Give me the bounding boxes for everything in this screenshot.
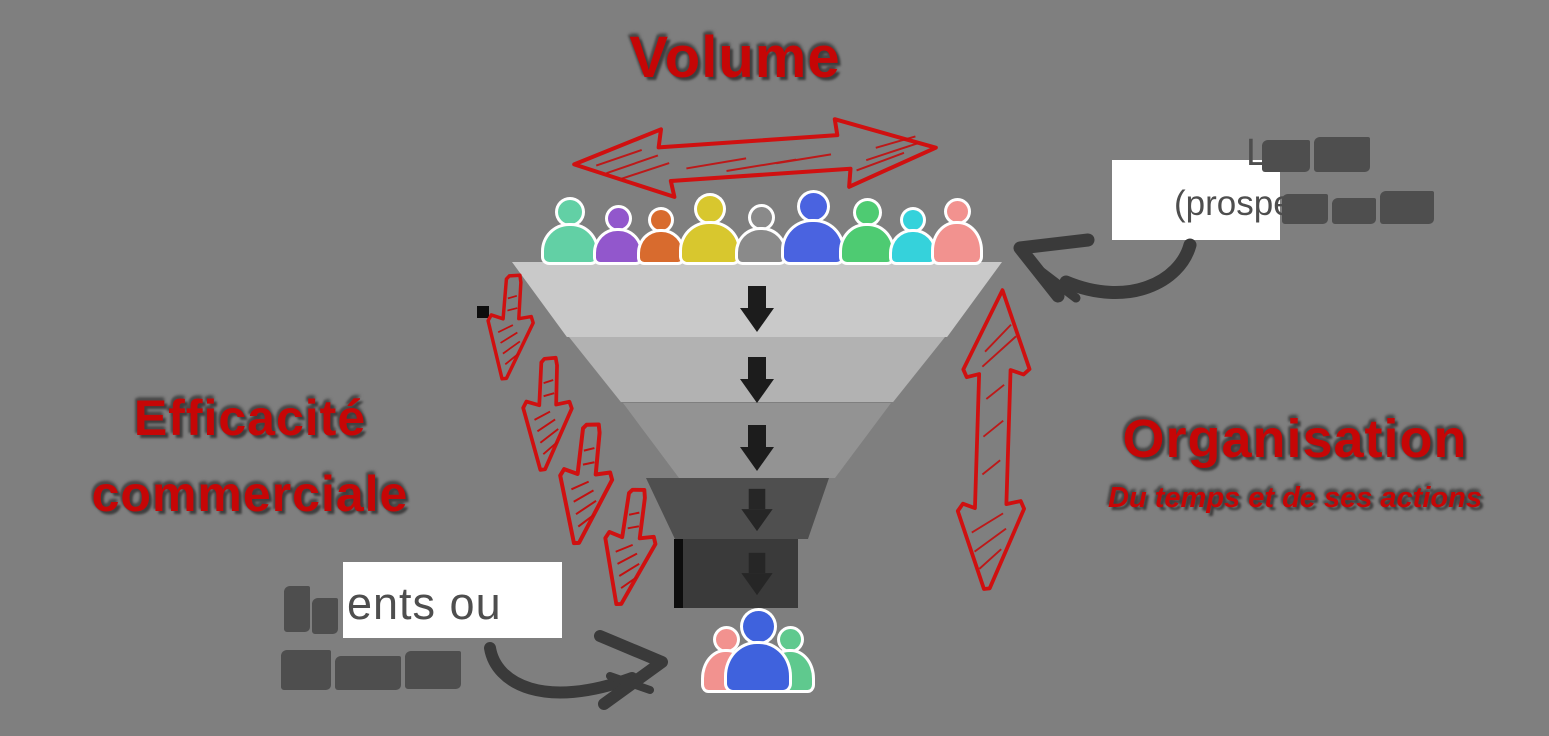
redaction-block [1314, 137, 1370, 172]
funnel-tier-4 [646, 478, 829, 539]
down-arrow-icon [741, 552, 773, 596]
person-head [750, 207, 772, 228]
clients-group [704, 611, 812, 690]
efficacite-sketch-arrow-icon [514, 352, 579, 480]
person-icon [738, 207, 784, 262]
redaction-block [1380, 191, 1434, 224]
redaction-block [1332, 198, 1376, 224]
person-torso [842, 226, 892, 262]
person-icon [596, 208, 640, 262]
leads-curved-arrow-icon [1000, 210, 1200, 310]
organisation-title: Organisation [1122, 409, 1468, 469]
redaction-block [335, 656, 401, 690]
person-head [558, 200, 582, 224]
efficacite-sketch-arrow-icon [588, 482, 669, 617]
prospects-row [544, 193, 980, 262]
person-torso [544, 226, 596, 262]
volume-title: Volume [629, 25, 841, 90]
person-icon [727, 611, 789, 690]
person-torso [727, 644, 789, 690]
redaction-block [312, 598, 338, 634]
person-head [799, 193, 827, 220]
person-torso [640, 232, 682, 262]
person-icon [934, 201, 980, 262]
redaction-block [284, 586, 310, 632]
person-head [903, 210, 923, 230]
person-icon [682, 196, 738, 262]
leads-label: L [1246, 132, 1268, 174]
person-head [855, 201, 879, 224]
person-icon [892, 210, 934, 262]
person-torso [934, 224, 980, 262]
person-head [607, 208, 629, 229]
volume-double-arrow-icon [565, 109, 948, 202]
down-arrow-icon [740, 425, 774, 471]
person-torso [682, 224, 738, 262]
person-torso [738, 230, 784, 262]
leads-sublabel: (prospe [1174, 184, 1293, 223]
person-icon [842, 201, 892, 262]
clients-label-box [343, 562, 562, 638]
down-arrow-icon [740, 286, 774, 332]
person-icon [544, 200, 596, 262]
efficacite-line2: commerciale [91, 466, 409, 522]
down-arrow-icon [741, 488, 773, 532]
efficacite-sketch-arrow-icon [477, 268, 541, 391]
clients-curved-arrow-icon [482, 616, 672, 711]
efficacite-title: Efficacité commerciale [40, 380, 460, 532]
person-torso [892, 232, 934, 262]
person-head [697, 196, 723, 222]
redaction-block [281, 650, 331, 690]
down-arrow-icon [740, 357, 774, 403]
funnel-shadow-strip [674, 539, 683, 608]
person-head [651, 210, 671, 230]
funnel-tier-5 [683, 539, 798, 608]
person-icon [784, 193, 842, 262]
stray-black-mark [477, 306, 489, 318]
person-head [779, 629, 801, 650]
organisation-subtitle: Du temps et de ses actions [1108, 482, 1482, 514]
person-head [946, 201, 968, 222]
person-head [715, 629, 737, 650]
person-icon [640, 210, 682, 262]
efficacite-line1: Efficacité [133, 390, 367, 446]
redaction-block [1262, 140, 1310, 172]
clients-label: ents ou [347, 578, 502, 629]
person-torso [784, 222, 842, 262]
leads-label-box [1112, 160, 1280, 240]
redaction-block [405, 651, 461, 689]
person-head [742, 611, 774, 642]
efficacite-sketch-arrow-icon [545, 416, 623, 555]
redaction-block [1282, 194, 1328, 224]
organisation-double-arrow-icon [944, 280, 1046, 604]
person-torso [596, 231, 640, 262]
